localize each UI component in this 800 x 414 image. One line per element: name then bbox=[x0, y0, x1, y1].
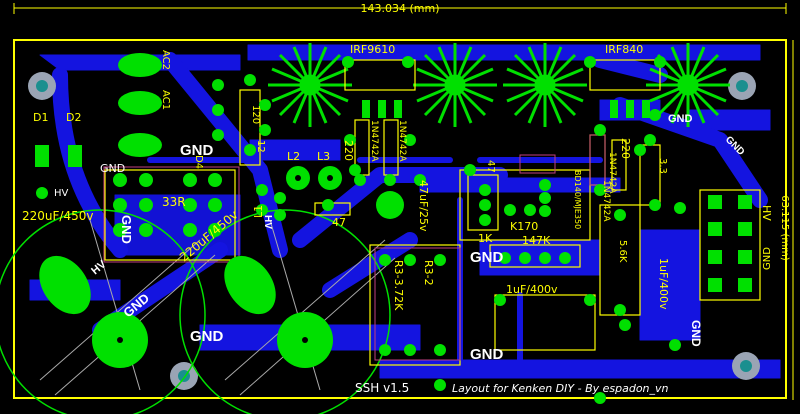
cap-c2-outline bbox=[179, 209, 391, 414]
gnd-copper-1: GND bbox=[180, 142, 214, 159]
label-220uf-1: 220uF/450v bbox=[22, 209, 93, 223]
heatsink-4 bbox=[644, 41, 732, 129]
cap-c1-outline bbox=[0, 209, 206, 414]
label-33r: 33R bbox=[162, 195, 186, 209]
label-l2: L2 bbox=[287, 150, 300, 163]
label-gnd-left: GND bbox=[100, 162, 125, 175]
label-1n4742a-2: 1N4742A bbox=[397, 120, 407, 162]
mounting-holes bbox=[28, 72, 760, 390]
width-label: 143.034 (mm) bbox=[361, 2, 440, 15]
label-47-2: 47 bbox=[485, 160, 496, 173]
label-irf840: IRF840 bbox=[605, 43, 643, 56]
gnd-copper-3: GND bbox=[470, 346, 504, 363]
gnd-copper-6: GND bbox=[119, 215, 134, 244]
keepout-zones bbox=[103, 134, 606, 361]
version-label: SSH v1.5 bbox=[355, 381, 409, 395]
label-l3: L3 bbox=[317, 150, 330, 163]
board-outline bbox=[13, 39, 787, 399]
heatsinks bbox=[268, 41, 732, 129]
gnd-copper-4: GND bbox=[470, 249, 504, 266]
label-47uf: 47uF/25v bbox=[417, 180, 430, 232]
label-irf9610: IRF9610 bbox=[350, 43, 395, 56]
label-47-1: 47 bbox=[332, 216, 346, 229]
label-bd140: BD140/MJE350 bbox=[573, 170, 582, 229]
label-147k: 147K bbox=[522, 234, 551, 247]
label-1uf-400v-2: 1uF/400v bbox=[657, 258, 670, 310]
credit-label: Layout for Kenken DIY - By espadon_vn bbox=[452, 382, 669, 395]
label-1n4742a-1: 1N4742A bbox=[369, 120, 379, 162]
label-33: 3.3 bbox=[657, 158, 668, 174]
label-1n4742a-3: 1N4742A bbox=[607, 152, 617, 194]
pad-holes bbox=[117, 175, 333, 343]
label-r33: R3-3.72K bbox=[392, 260, 405, 311]
label-56k: 5.6K bbox=[617, 240, 628, 263]
dimension-width bbox=[13, 3, 787, 14]
label-k170: K170 bbox=[510, 220, 538, 233]
label-1n4742a-4: 1N4742A bbox=[601, 180, 611, 222]
height-label: 63.115 (mm) bbox=[779, 195, 790, 261]
hv-copper-2: HV bbox=[262, 215, 273, 229]
gnd-copper-5: GND bbox=[668, 113, 693, 125]
label-gnd-right-silk: GND bbox=[762, 247, 773, 270]
label-220-1: 220 bbox=[342, 140, 355, 161]
heatsink-2 bbox=[411, 41, 499, 129]
gnd-copper-8: GND bbox=[689, 320, 703, 347]
label-d4: D4 bbox=[193, 155, 204, 169]
label-r32: R3-2 bbox=[422, 260, 435, 286]
label-1k: 1K bbox=[478, 232, 493, 245]
heatsink-1 bbox=[268, 43, 352, 127]
label-hv-small: HV bbox=[54, 188, 69, 199]
label-ac1: AC1 bbox=[160, 90, 171, 110]
label-hv-right: HV bbox=[760, 205, 773, 221]
label-d1: D1 bbox=[33, 111, 48, 124]
label-d2: D2 bbox=[66, 111, 81, 124]
heatsink-3 bbox=[501, 41, 589, 129]
label-12: 12 bbox=[255, 140, 266, 153]
label-l1: L1 bbox=[252, 205, 265, 218]
label-ac2: AC2 bbox=[160, 50, 171, 70]
gnd-copper-2: GND bbox=[190, 328, 224, 345]
label-220-2: 220 bbox=[619, 138, 632, 159]
label-120: 120 bbox=[250, 105, 261, 124]
label-1uf-400v-1: 1uF/400v bbox=[506, 283, 558, 296]
